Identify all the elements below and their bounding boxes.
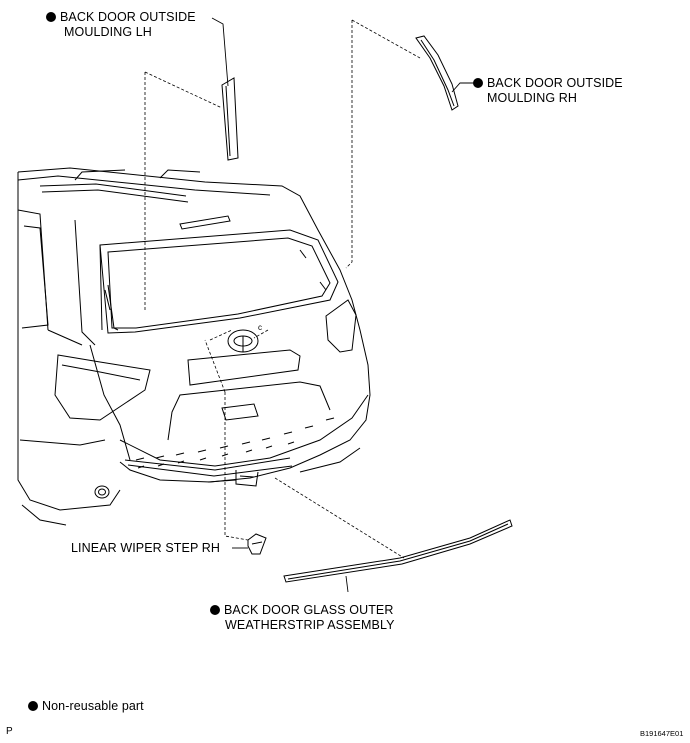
moulding-rh-label-line1: BACK DOOR OUTSIDE: [487, 76, 623, 90]
leader-lines: [211, 17, 482, 593]
moulding-lh-callout: BACK DOOR OUTSIDE MOULDING LH: [46, 10, 196, 40]
weatherstrip-label-line1: BACK DOOR GLASS OUTER: [224, 603, 394, 617]
weatherstrip-part: [283, 519, 513, 583]
vehicle-rear-illustration: c: [17, 167, 371, 526]
legend: Non-reusable part: [28, 699, 144, 714]
moulding-rh-callout: BACK DOOR OUTSIDE MOULDING RH: [473, 76, 623, 106]
filled-circle-icon: [28, 701, 38, 711]
moulding-rh-part: [415, 35, 459, 111]
wiper-step-callout: LINEAR WIPER STEP RH: [71, 541, 220, 556]
wiper-step-label: LINEAR WIPER STEP RH: [71, 541, 221, 555]
page-mark: P: [6, 726, 13, 737]
filled-circle-icon: [210, 605, 220, 615]
moulding-lh-label-line2: MOULDING LH: [64, 25, 152, 39]
wiper-step-part: [247, 533, 267, 555]
weatherstrip-callout: BACK DOOR GLASS OUTER WEATHERSTRIP ASSEM…: [210, 603, 395, 633]
svg-text:c: c: [258, 323, 262, 332]
filled-circle-icon: [46, 12, 56, 22]
weatherstrip-label-line2: WEATHERSTRIP ASSEMBLY: [225, 618, 395, 632]
legend-text: Non-reusable part: [42, 699, 144, 713]
moulding-rh-label-line2: MOULDING RH: [487, 91, 577, 105]
moulding-lh-part: [221, 77, 239, 161]
filled-circle-icon: [473, 78, 483, 88]
moulding-lh-label-line1: BACK DOOR OUTSIDE: [60, 10, 196, 24]
projection-lines: [144, 19, 421, 559]
figure-code: B191647E01: [640, 729, 684, 738]
